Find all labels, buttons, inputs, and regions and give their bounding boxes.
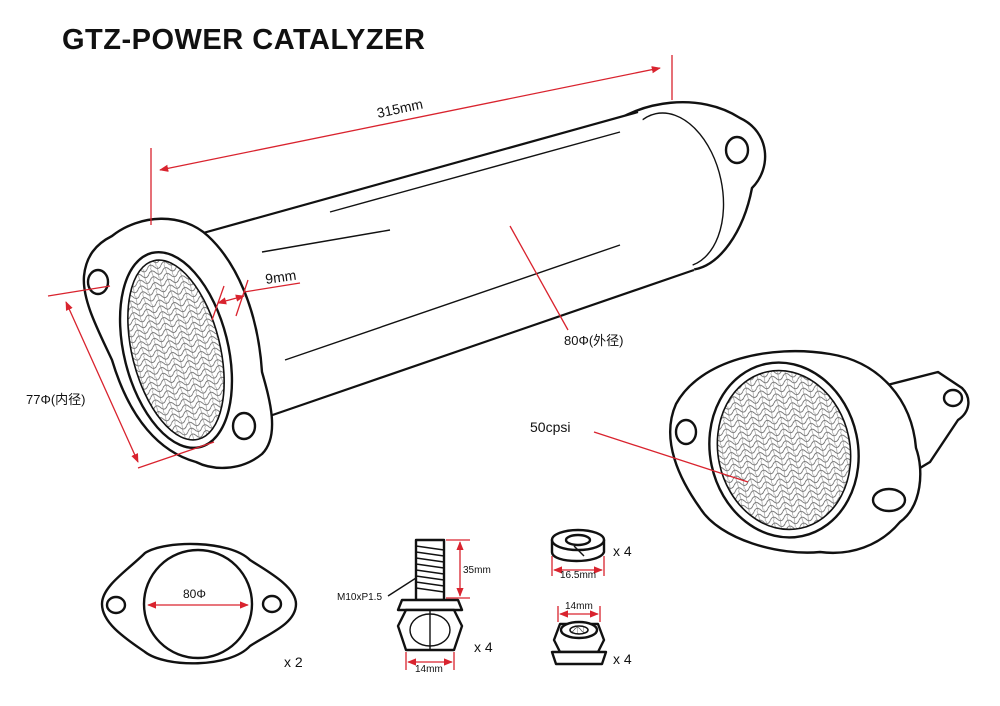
nut-size-label: 14mm: [565, 601, 593, 612]
front-flange-bolt-hole-top: [86, 268, 110, 296]
cell-density-leader: [593, 431, 749, 483]
rear-flange-bolt-hole: [724, 135, 750, 165]
bolt-thread-label: M10xP1.5: [337, 592, 382, 603]
inner-diameter-label: 77Φ(内径): [26, 392, 86, 407]
gasket: [100, 542, 298, 665]
diagram-title: GTZ-POWER CATALYZER: [62, 24, 426, 56]
end-view-bolt-hole-right: [871, 487, 907, 513]
outer-diameter-leader: [509, 225, 569, 331]
front-flange-bolt-hole-bottom: [231, 411, 257, 441]
gasket-diameter-label: 80Φ: [183, 587, 206, 601]
cell-density-label: 50cpsi: [530, 419, 570, 435]
catalyst-end-view: [593, 349, 970, 554]
gasket-quantity: x 2: [284, 654, 303, 670]
flange-nut: [550, 606, 608, 666]
end-view-bolt-hole-left: [674, 418, 698, 446]
bolt-hex-label: 14mm: [415, 664, 443, 675]
washer-size-label: 16.5mm: [560, 570, 596, 581]
washer-quantity: x 4: [613, 543, 632, 559]
outer-diameter-label: 80Φ(外径): [564, 333, 624, 348]
bolt-quantity: x 4: [474, 639, 493, 655]
spring-washer: [550, 528, 606, 576]
bolt-length-label: 35mm: [463, 565, 491, 576]
pipe-body: [175, 112, 695, 420]
catalyzer-pipe: [82, 101, 767, 470]
end-view-catalyst-mesh: [716, 369, 852, 531]
bolt: [387, 538, 470, 670]
length-dimension: [159, 66, 661, 172]
inner-diameter-dimension: [65, 301, 139, 463]
nut-quantity: x 4: [613, 651, 632, 667]
flange-thickness-label: 9mm: [264, 267, 297, 287]
pipe-dimensions: [47, 55, 673, 469]
